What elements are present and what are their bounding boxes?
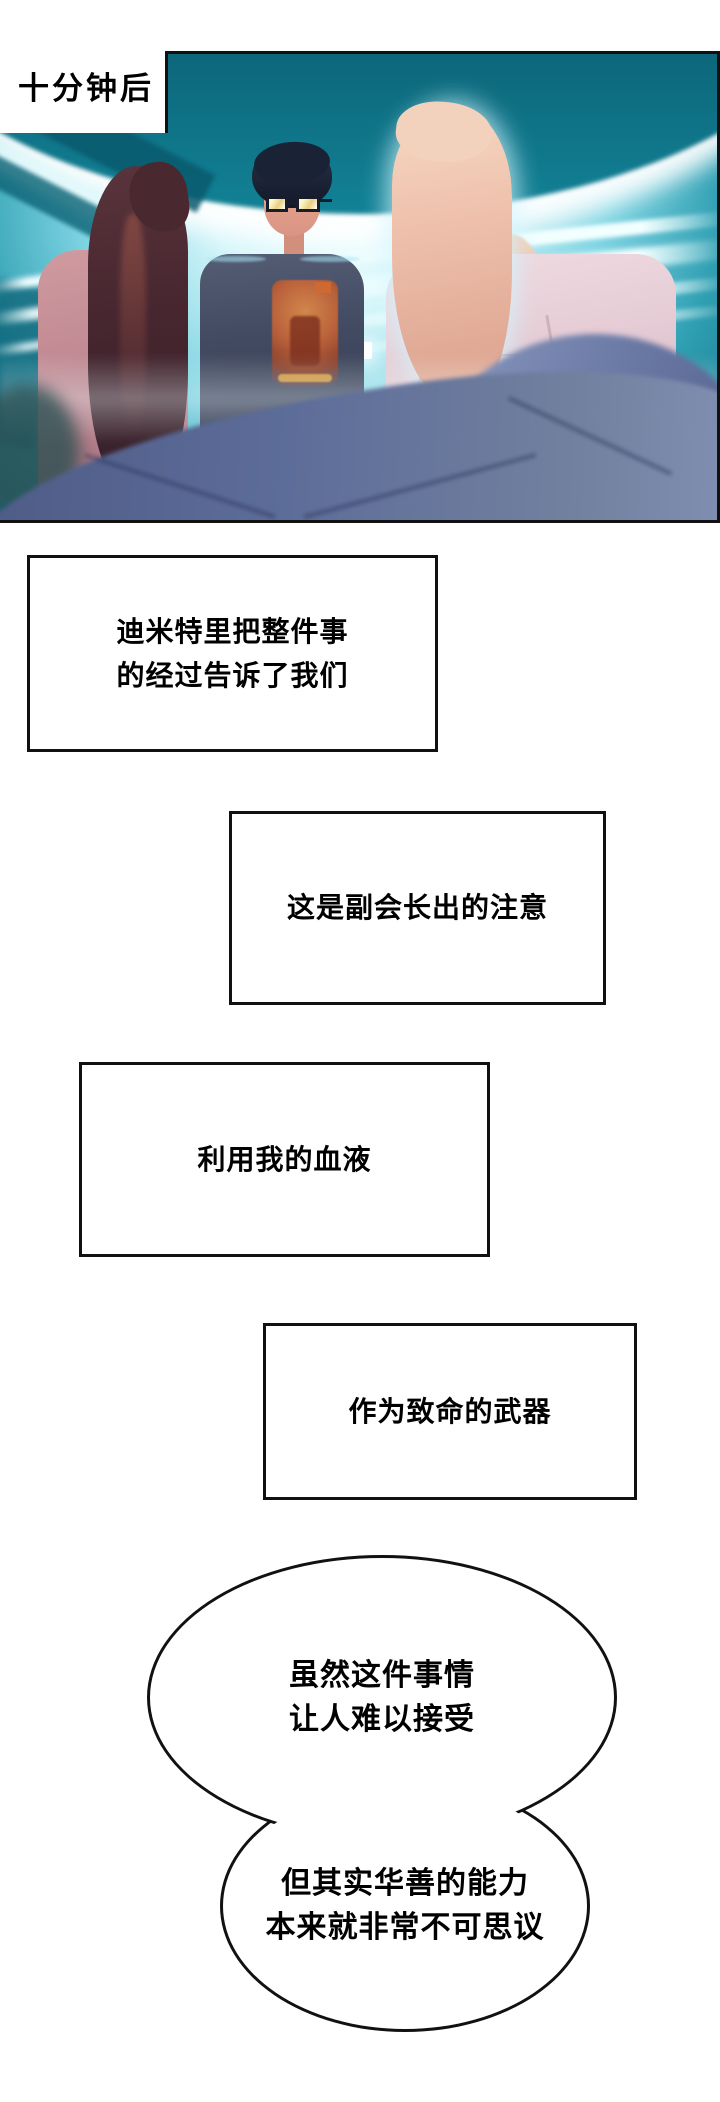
tshirt-chest-logo xyxy=(315,282,331,293)
time-label-box xyxy=(0,51,168,133)
glasses-temple xyxy=(318,199,332,202)
caption-box: 迪米特里把整件事 的经过告诉了我们 xyxy=(27,555,438,752)
caption-line: 利用我的血液 xyxy=(197,1142,372,1176)
caption-line: 迪米特里把整件事 xyxy=(116,614,349,648)
caption-box: 这是副会长出的注意 xyxy=(229,811,606,1005)
bubble-line: 本来就非常不可思议 xyxy=(265,1910,545,1945)
speech-bubble-text: 但其实华善的能力 本来就非常不可思议 xyxy=(220,1780,590,2032)
bubble-line: 让人难以接受 xyxy=(289,1701,475,1737)
man-neck xyxy=(284,232,304,260)
glasses-bridge xyxy=(286,202,298,205)
shoulder-rim-light xyxy=(206,256,266,262)
caption-line: 作为致命的武器 xyxy=(348,1394,552,1428)
speech-bubble-text: 虽然这件事情 让人难以接受 xyxy=(147,1555,617,1840)
caption-line: 这是副会长出的注意 xyxy=(286,891,548,924)
glasses-lens xyxy=(266,196,288,212)
caption-line: 的经过告诉了我们 xyxy=(116,658,349,692)
speech-bubble-fill xyxy=(226,1786,584,2026)
glasses-lens xyxy=(296,196,320,212)
woman-hair-highlight xyxy=(120,214,146,434)
caption-box: 作为致命的武器 xyxy=(263,1323,637,1500)
caption-box: 利用我的血液 xyxy=(79,1062,490,1257)
tshirt-graphic-text xyxy=(278,374,332,382)
bubble-line: 虽然这件事情 xyxy=(289,1657,475,1693)
bubble-line: 但其实华善的能力 xyxy=(281,1866,529,1901)
tshirt-graphic-detail xyxy=(290,316,320,366)
time-label: 十分钟后 xyxy=(18,71,154,107)
shoulder-rim-light xyxy=(300,256,360,262)
